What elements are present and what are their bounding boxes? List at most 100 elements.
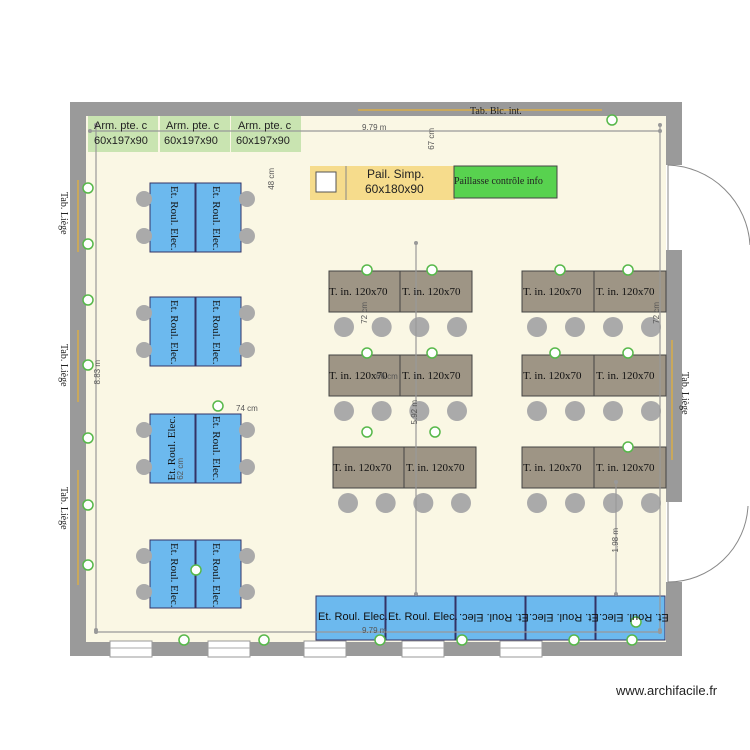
socket-27 xyxy=(190,564,202,576)
door-bottom-swing xyxy=(667,502,749,583)
bottom-trolley-2-label: Et. Roul. Elec. xyxy=(388,611,458,623)
socket-11 xyxy=(456,634,468,646)
left-trolley-1b-label: Et. Roul. Elec. xyxy=(210,186,222,251)
bench-chair-r1-g2-3 xyxy=(603,317,623,337)
left-chair-2-w2 xyxy=(136,342,152,358)
cabinet-1-label-line2: 60x197x90 xyxy=(94,135,148,147)
bench-chair-r2-g1-3 xyxy=(409,401,430,421)
cabinet-3 xyxy=(231,116,301,152)
socket-10 xyxy=(374,634,386,646)
bench-r2-t1-label: T. in. 120x70 xyxy=(329,370,388,382)
dim-width-bottom: 9.79 m xyxy=(362,626,387,635)
tab-label-right: Tab. Liège xyxy=(679,372,690,415)
dim-72b: 72 cm xyxy=(652,302,661,324)
bench-chair-r1-g1-3 xyxy=(409,317,430,337)
bench-r2-t4-label: T. in. 120x70 xyxy=(596,370,655,382)
left-chair-2-e1 xyxy=(239,305,255,321)
dim-line-height-right-end2 xyxy=(658,628,662,632)
socket-19 xyxy=(426,347,438,359)
window-5 xyxy=(499,640,543,658)
left-trolley-2b xyxy=(195,296,242,367)
left-chair-4-w2 xyxy=(136,584,152,600)
bottom-trolley-3 xyxy=(455,595,526,641)
left-trolley-4a-label: Et. Roul. Elec. xyxy=(168,543,180,608)
bench-chair-r3-g1-2 xyxy=(375,493,396,513)
bench-r1-t3-label: T. in. 120x70 xyxy=(523,286,582,298)
bench-r2-t3-label: T. in. 120x70 xyxy=(523,370,582,382)
dim-line-height-right-end1 xyxy=(658,123,662,127)
watermark: www.archifacile.fr xyxy=(616,683,718,698)
socket-3 xyxy=(82,294,94,306)
dim-72a: 72 cm xyxy=(360,302,369,324)
bench-chair-r3-g2-2 xyxy=(565,493,585,513)
bottom-trolley-1 xyxy=(315,595,386,641)
dim-592: 5.92 m xyxy=(410,400,419,425)
bench-chair-r1-g2-2 xyxy=(565,317,585,337)
bench-chair-r1-g1-4 xyxy=(447,317,467,337)
bench-chair-r1-g2-4 xyxy=(641,317,661,337)
socket-16 xyxy=(554,264,566,276)
bench-chair-r2-g1-2 xyxy=(371,401,392,421)
dim-line-198-end1 xyxy=(614,480,618,484)
socket-18 xyxy=(361,347,373,359)
socket-22 xyxy=(361,426,373,438)
dim-line-height-left-end2 xyxy=(94,628,98,632)
left-chair-4-e2 xyxy=(239,584,255,600)
window-4 xyxy=(401,640,445,658)
left-trolley-4a xyxy=(149,539,196,609)
dim-198: 1.98 m xyxy=(611,528,620,553)
socket-28 xyxy=(630,616,642,628)
socket-26 xyxy=(212,400,224,412)
bench-chair-r3-g2-3 xyxy=(603,493,623,513)
bench-r2-t2-label: T. in. 120x70 xyxy=(402,370,461,382)
left-chair-4-e1 xyxy=(239,548,255,564)
window-2 xyxy=(207,640,251,658)
socket-23 xyxy=(429,426,441,438)
cabinet-2-label-line1: Arm. pte. c xyxy=(166,120,220,132)
dim-line-198-end2 xyxy=(614,592,618,596)
bottom-trolley-4 xyxy=(525,595,596,641)
bench-r3-t4-label: T. in. 120x70 xyxy=(596,462,655,474)
tab-label-left-bot: Tab. Liège xyxy=(58,487,69,530)
left-chair-3-e2 xyxy=(239,459,255,475)
bench-chair-r1-g1-1 xyxy=(334,317,354,337)
dim-line-height-left-end1 xyxy=(94,123,98,127)
cabinet-1-label-line1: Arm. pte. c xyxy=(94,120,148,132)
bottom-trolley-4-label: Et. Roul. Elec. xyxy=(529,611,599,623)
socket-1 xyxy=(82,182,94,194)
bench-chair-r1-g2-1 xyxy=(527,317,547,337)
bench-chair-r2-g1-1 xyxy=(334,401,354,421)
socket-20 xyxy=(549,347,561,359)
left-chair-3-e1 xyxy=(239,422,255,438)
bench-chair-r2-g2-3 xyxy=(603,401,623,421)
dim-67: 67 cm xyxy=(427,128,436,150)
socket-4 xyxy=(82,359,94,371)
bench-chair-r2-g1-4 xyxy=(447,401,467,421)
left-trolley-2a xyxy=(149,296,196,367)
left-chair-1-e1 xyxy=(239,191,255,207)
socket-9 xyxy=(258,634,270,646)
bench-chair-r2-g2-4 xyxy=(641,401,661,421)
window-3 xyxy=(303,640,347,658)
tab-label-left-top: Tab. Liège xyxy=(58,192,69,235)
pail-simp-label-line1: Pail. Simp. xyxy=(367,167,425,181)
left-chair-1-e2 xyxy=(239,228,255,244)
bench-r1-t1-label: T. in. 120x70 xyxy=(329,286,388,298)
bench-r3-t1-label: T. in. 120x70 xyxy=(333,462,392,474)
left-chair-1-w1 xyxy=(136,191,152,207)
bottom-trolley-2 xyxy=(385,595,456,641)
cabinet-3-label-line2: 60x197x90 xyxy=(236,135,290,147)
door-bottom-opening xyxy=(666,502,684,582)
bench-chair-r2-g2-2 xyxy=(565,401,585,421)
bench-chair-r3-g2-1 xyxy=(527,493,547,513)
dim-line-592-end2 xyxy=(414,592,418,596)
tab-label-left-mid: Tab. Liège xyxy=(58,344,69,387)
bench-chair-r3-g1-3 xyxy=(413,493,434,513)
bottom-trolley-5-label: Et. Roul. Elec. xyxy=(599,611,669,623)
left-chair-4-w1 xyxy=(136,548,152,564)
left-chair-2-e2 xyxy=(239,342,255,358)
left-chair-3-w2 xyxy=(136,459,152,475)
socket-17 xyxy=(622,264,634,276)
left-trolley-2b-label: Et. Roul. Elec. xyxy=(210,300,222,365)
